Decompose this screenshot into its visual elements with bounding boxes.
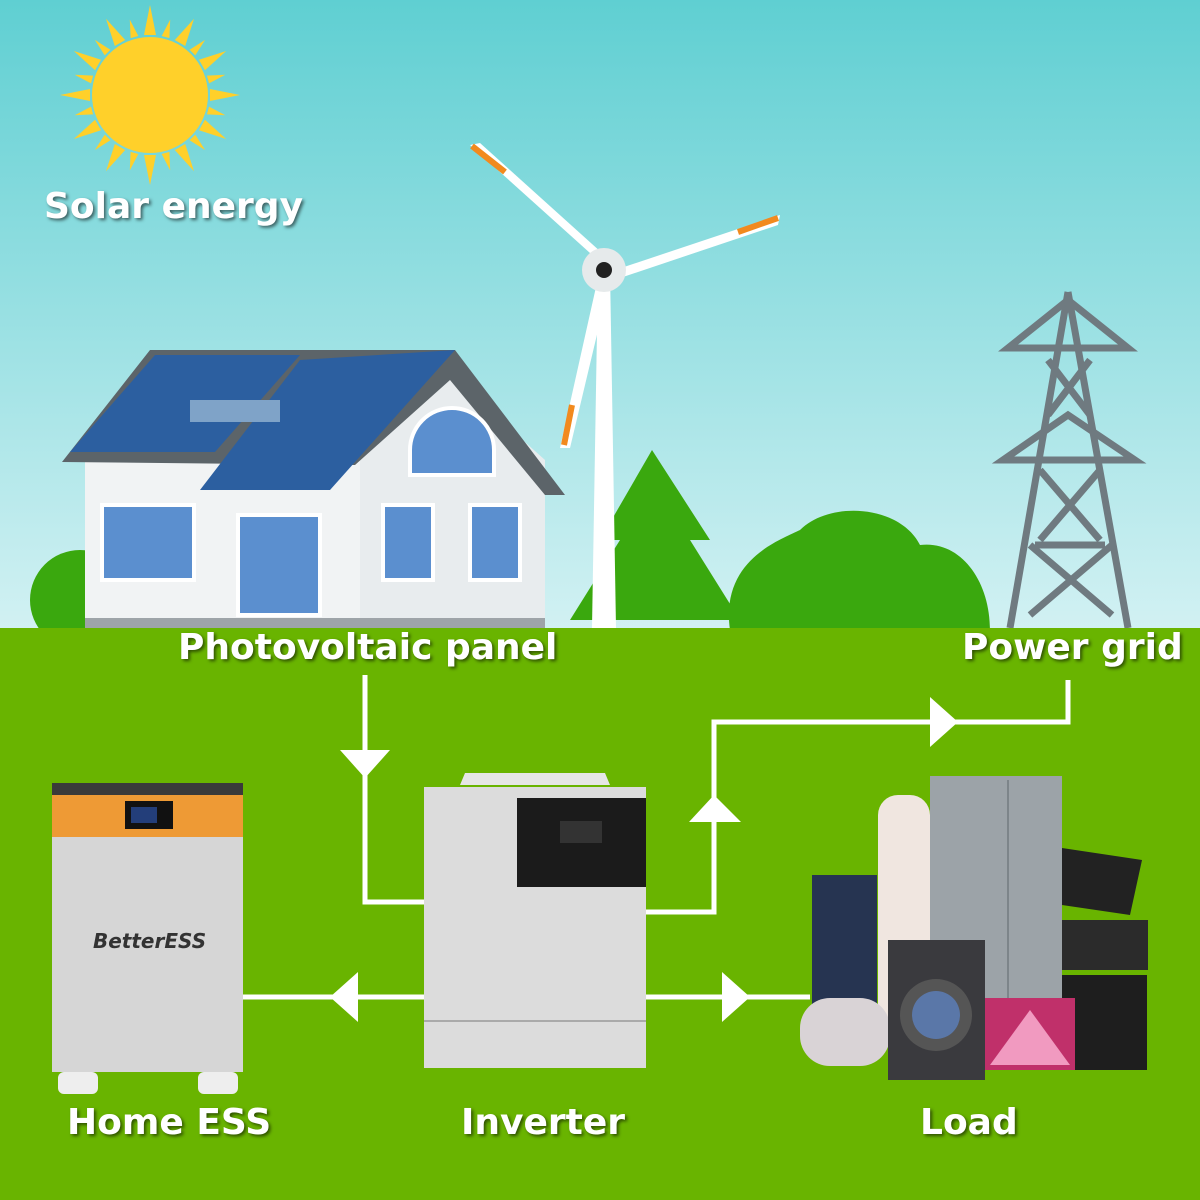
label-photovoltaic-panel: Photovoltaic panel bbox=[178, 627, 558, 668]
label-power-grid: Power grid bbox=[962, 627, 1183, 668]
label-home-ess: Home ESS bbox=[67, 1102, 272, 1143]
label-solar-energy: Solar energy bbox=[44, 186, 304, 227]
load-appliances bbox=[800, 776, 1148, 1080]
wind-turbine bbox=[470, 143, 780, 628]
arrow-down-icon bbox=[340, 750, 390, 778]
label-load: Load bbox=[920, 1102, 1018, 1143]
arrow-up-icon bbox=[689, 795, 741, 822]
label-inverter: Inverter bbox=[461, 1102, 626, 1143]
home-ess-battery: BetterESS bbox=[52, 783, 243, 1094]
arrow-right-icon bbox=[722, 972, 750, 1022]
house bbox=[62, 350, 565, 628]
svg-text:BetterESS: BetterESS bbox=[93, 929, 206, 953]
arrow-left-icon bbox=[330, 972, 358, 1022]
inverter-device bbox=[424, 773, 646, 1068]
sun-icon bbox=[60, 5, 240, 185]
power-pylon-icon bbox=[991, 291, 1147, 629]
arrow-right-icon bbox=[930, 697, 958, 747]
